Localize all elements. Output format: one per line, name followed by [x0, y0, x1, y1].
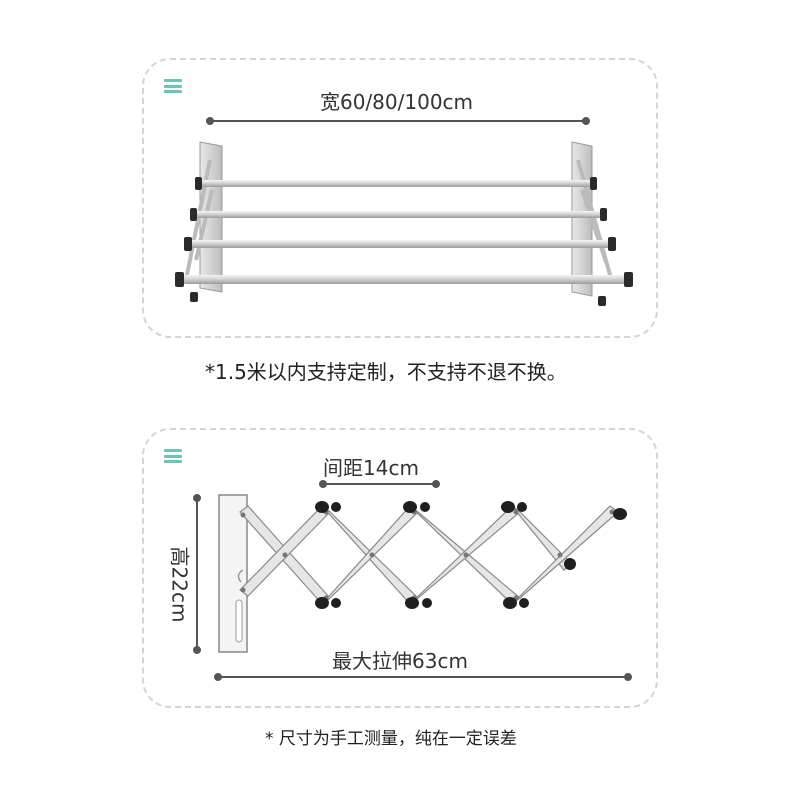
- menu-icon[interactable]: [164, 449, 182, 463]
- bottom-dimension-card: [142, 428, 658, 708]
- measurement-note: * 尺寸为手工测量，纯在一定误差: [265, 729, 517, 749]
- extension-dimension-line: [214, 673, 632, 681]
- bottom-rack-drawing: [218, 494, 627, 653]
- spacing-label: 间距14cm: [323, 456, 419, 480]
- menu-icon[interactable]: [164, 79, 182, 93]
- top-dimension-card: [142, 58, 658, 338]
- height-dimension-line: [193, 494, 201, 654]
- customization-note: *1.5米以内支持定制，不支持不退不换。: [205, 360, 567, 384]
- top-rack-drawing: [175, 141, 633, 306]
- width-dimension-line: [206, 117, 590, 125]
- width-label: 宽60/80/100cm: [320, 90, 474, 114]
- spacing-dimension-line: [319, 480, 440, 488]
- extension-label: 最大拉伸63cm: [332, 649, 468, 673]
